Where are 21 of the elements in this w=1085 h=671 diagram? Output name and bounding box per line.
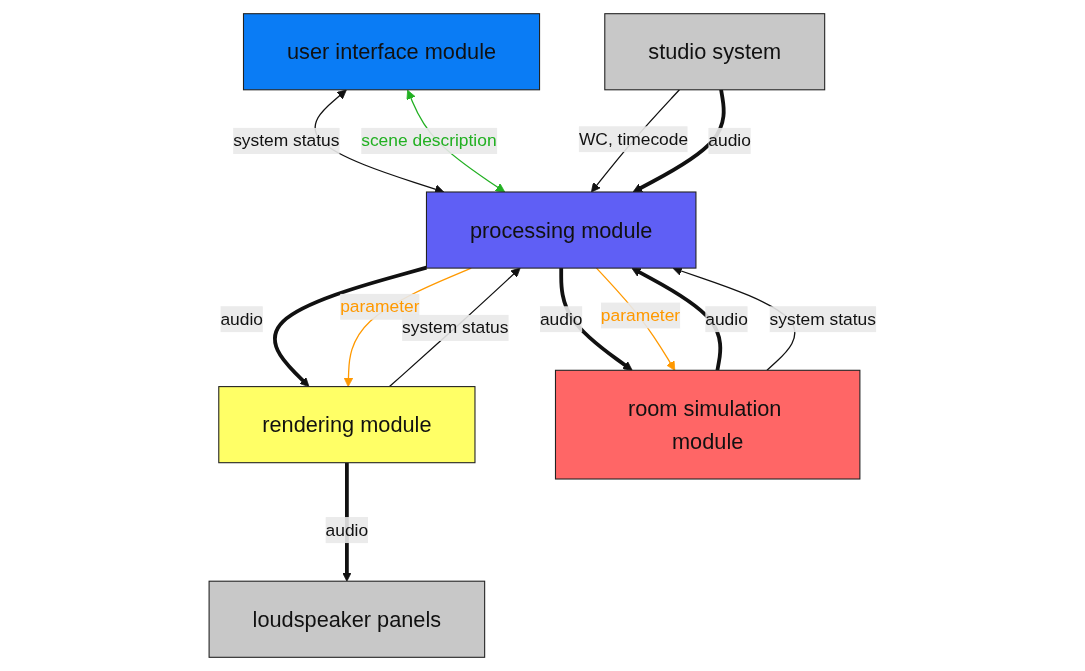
- edge-label: system status: [233, 131, 340, 150]
- edge-label: audio: [220, 309, 264, 328]
- node-box: rendering module: [218, 386, 476, 464]
- edge-label: audio: [325, 520, 369, 539]
- arrow: [388, 267, 521, 388]
- edge-label: WC, timecode: [578, 129, 689, 148]
- node-box: room simulation module: [554, 369, 861, 480]
- edge-label: audio: [708, 131, 751, 150]
- edge-label: parameter: [340, 297, 420, 316]
- edge-label: audio: [539, 309, 583, 328]
- node-box: processing module: [425, 191, 697, 269]
- edge-label: audio: [705, 309, 748, 328]
- arrow: [273, 265, 427, 388]
- node-box: user interface module: [242, 13, 541, 91]
- edge-label: parameter: [600, 305, 681, 325]
- node-box: studio system: [604, 13, 826, 91]
- edge-label: system status: [769, 309, 876, 328]
- edge-label: scene description: [361, 131, 497, 150]
- edge-label: system status: [402, 318, 509, 337]
- node-box: loudspeaker panels: [208, 580, 486, 658]
- arrow: [631, 267, 723, 371]
